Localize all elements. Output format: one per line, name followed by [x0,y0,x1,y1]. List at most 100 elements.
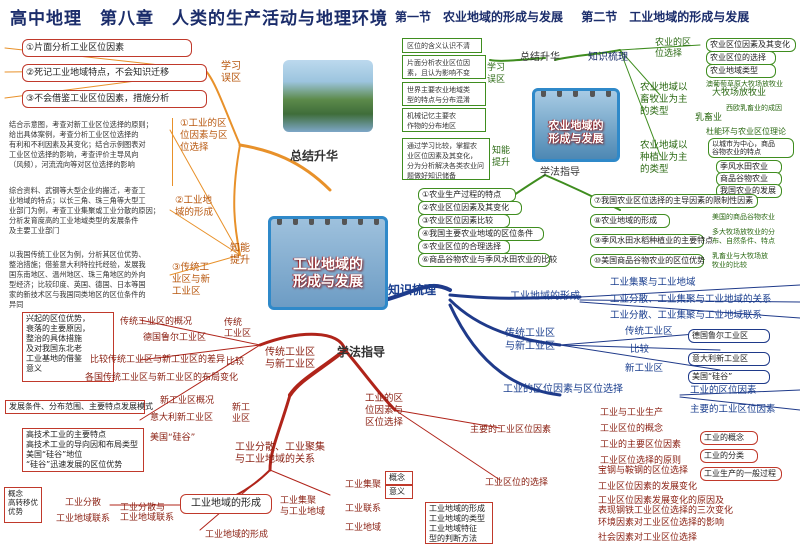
gt-new-item-3: 美国“硅谷” [150,433,196,443]
gt-fh-left-1: 工业分散 [65,498,102,508]
kt-location-item-1: 工业的区位因素 [690,385,757,396]
kt-formation-item-2: 工业分散、工业集聚与工业地域的关系 [610,294,772,305]
gt-new-item-2: 意大利新工业区 [150,413,214,423]
gt-agg-tag-2: 意义 [385,485,413,499]
section-title-2: 第二节 工业地域的形成与发展 [581,10,750,24]
ag-topic-title: 农业地域的 形成与发展 [548,119,604,145]
skill-label-2: ②工业地 域的形成 [175,195,214,218]
ag-guide-4: ④我国主要农业地域的区位条件 [418,227,544,241]
ag-guide-2: ②农业区位因素及其变化 [418,201,522,215]
gt-mf-item-4: 工业区位选择的原则 [600,456,682,466]
gt-main-factors: 主要的工业区位因素 [470,425,552,435]
binder-rings [271,219,385,225]
gt-trad-item-1: 传统工业区的概况 [120,317,193,327]
ag-guide-8: ⑧农业地域的形成 [590,214,670,228]
gt-trad-item-2: 德国鲁尔工业区 [143,333,207,343]
gt-agg-tag-1: 概念 [385,471,413,485]
study-zone-label: 学习 误区 [221,61,241,84]
gt-relation-hub: 工业分散、工业聚集 与工业地域的关系 [235,442,325,465]
landscape-photo [283,60,373,132]
gt-mf-right-1: 工业的概念 [700,431,758,445]
ag-guide-7: ⑦我国农业区位选择的主导因素的限制性因素 [590,194,758,208]
gt-mf-item-3: 工业的主要区位因素 [600,440,682,450]
kt-traditional-item-3: 新工业区 [625,363,664,374]
ag-knowledge-hub: 知识梳理 [588,52,628,63]
ag-binder-rings [535,91,617,97]
ag-guide-1: ①农业生产过程的特点 [418,188,516,202]
gt-agg-hub: 工业集聚 与工业地域 [280,496,326,517]
ag-study-zone: 学习 误区 [487,63,506,85]
skill-hub-label: 知能 提升 [230,243,250,266]
kt-formation-item-1: 工业集聚与工业地域 [610,277,696,288]
ag-livestock-sub-3: 杜能环与农业区位理论 [706,127,786,136]
gt-bottom: 工业地域的形成 [205,530,269,540]
kt-traditional: 传统工业区 与新工业区 [505,328,555,352]
section-title-1: 第一节 农业地域的形成与发展 [395,10,564,24]
ag-item-1: 农业区位因素及其变化 [706,38,796,52]
kt-formation-item-3: 工业分散、工业集聚与工业地域联系 [610,310,763,321]
kt-location: 工业的区位因素与区位选择 [503,384,623,395]
gt-location-hub: 工业的区 位因素与 区位选择 [365,393,404,428]
gt-compare-label: 比较 [226,357,245,367]
gt-mf-right-3: 工业生产的一般过程 [700,467,782,481]
guide-hub-label: 学法指导 [337,345,386,359]
ag-guide-hub: 学法指导 [540,167,580,178]
kt-location-item-2: 主要的工业区位因素 [690,404,776,415]
ag-planting-item-1: 以城市为中心，商品 谷物农业的特点 [708,138,794,158]
ag-error-2: 片面分析农业区位因 素，且认为影响不变 [402,55,486,79]
gt-choice: 工业区位的选择 [485,478,549,488]
ag-livestock-item-2: 大牧场放牧业 [712,88,767,98]
gt-fh-mid: 工业分散与 工业地域联系 [120,503,175,523]
central-topic-title: 工业地域的 形成与发展 [293,257,363,290]
ag-skill-label: 知能 提升 [492,146,511,168]
ag-livestock-sub-1: 澳葡萄草原大牧场放牧业 [706,80,783,88]
gt-choice-3: 工业区位因素发展变化的原因及 表现钢铁工业区位选择的三次变化 [598,496,734,516]
skill-text-1: 结合示意图，考查对新工业区位选择的原则； 给出具体案例，考查分析工业区位选择的 … [5,118,173,186]
ag-livestock-item-3: 乳畜业 [695,113,723,123]
gt-compare-item-1: 比较传统工业区与新工业区的差异 [90,355,226,365]
ag-guide-note-1: 美国的商品谷物农业 [712,213,775,221]
ag-guide-9: ⑨季风水田水稻种植业的主要特点 [590,234,713,248]
ag-skill-text: 通过学习比较，掌握农 业区位因素及其变化， 分为分析解决各类农业问 题做好知识储… [402,138,490,180]
skill-text-3: 以我国传统工业区为例，分析其区位优势、 整治措施；借鉴意大利特拉托经验，发展我 … [9,250,146,309]
ag-guide-6: ⑥商品谷物农业与季风水田农业的比较 [418,253,557,267]
gt-new-label: 新工 业区 [232,403,251,424]
ag-guide-note-2: 多大牧场放牧业的分 布、自然条件、特点 [712,228,775,245]
ag-livestock-label: 农业地域以 畜牧业为主 的类型 [640,82,688,117]
review-hub-label: 总结升华 [290,149,339,163]
gt-mf-right-2: 工业的分类 [700,449,758,463]
gt-mf-item-2: 工业区位的概念 [600,424,664,434]
skill-label-3: ③传统工 业区与新 工业区 [172,262,211,297]
error-item-2: ②死记工业地域特点，不会知识迁移 [22,64,207,82]
page-title: 高中地理 第八章 人类的生产活动与地理环境 [10,9,388,29]
kt-traditional-item-1: 传统工业区 [625,326,673,337]
skill-text-2: 综合资料、武钢等大型企业的搬迁，考查工 业地域的特点；以长三角、珠三角等大型工 … [9,186,160,235]
error-item-1: ①片面分析工业区位因素 [22,39,192,57]
gt-new-note-2: 高技术工业的主要特点 高技术工业的导向因和布局类型 美国“硅谷”地位 “硅谷”迅… [22,428,144,472]
gt-choice-4: 环境因素对工业区位选择的影响 [598,518,725,528]
gt-agg-note: 工业地域的形成 工业地域的类型 工业地域特征 型的判断方法 [425,502,493,544]
section-titles: 第一节 农业地域的形成与发展 第二节 工业地域的形成与发展 [395,8,763,25]
error-item-3: ③不会借鉴工业区位因素，措施分析 [22,90,207,108]
kt-traditional-item-2: 比较 [630,344,650,355]
gt-formation-hub: 工业地域的形成 [180,494,272,514]
gt-agg-item-3: 工业地域 [345,523,382,533]
ag-review-hub: 总结升华 [520,52,560,63]
gt-trad-note: 兴起的区位优势， 衰落的主要原因， 整治的具体措施 及对我国东北老 工业基地的借… [22,312,114,382]
kt-formation: 工业地域的形成 [510,291,580,302]
gt-new-note-1: 发展条件、分布范围、主要特点发展模式 [5,400,153,414]
ag-error-1: 区位的含义认识不清 [402,38,482,53]
gt-fh-left-note: 概念 高转移优 优势 [4,487,42,523]
ag-item-2: 农业区位的选择 [706,51,776,65]
gt-new-item-1: 新工业区概况 [160,396,215,406]
skill-label-1: ①工业的区 位因素与区 位选择 [180,118,228,153]
ag-livestock-sub-2: 西欧乳畜业的成因 [726,104,782,112]
gt-choice-1: 宝钢与鞍钢的区位选择 [598,466,689,476]
knowledge-hub-label: 知识梳理 [388,283,437,297]
ag-topic-plate: 农业地域的 形成与发展 [532,88,620,162]
gt-trad-label: 传统 工业区 [224,318,252,339]
gt-choice-2: 工业区位因素的发展变化 [598,482,698,492]
central-topic-plate: 工业地域的 形成与发展 [268,216,388,310]
kt-silicon-box: 美国“硅谷” [688,370,770,384]
kt-italy-box: 意大利新工业区 [688,352,770,366]
